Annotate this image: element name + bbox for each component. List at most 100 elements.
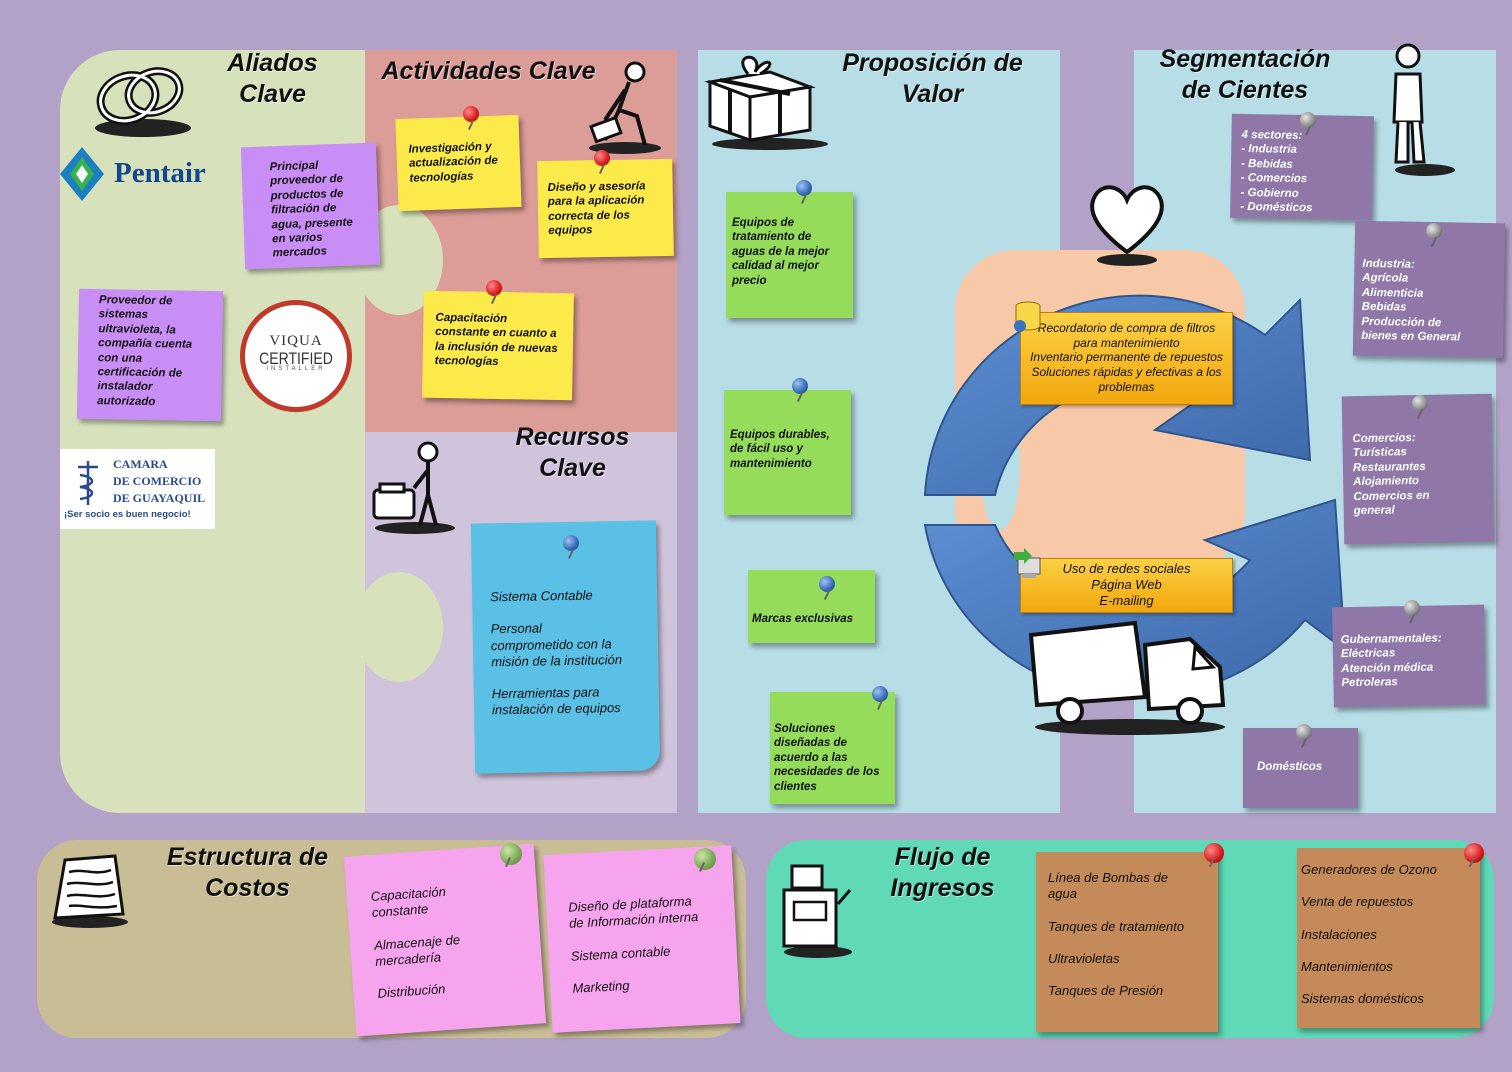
costos-item-2: Almacenaje de mercadería <box>373 931 461 969</box>
viqua-line2: CERTIFIED <box>259 348 333 368</box>
pushpin-icon <box>1300 112 1316 128</box>
propuesta-note-2: Equipos durables, de fácil uso y manteni… <box>724 390 851 515</box>
pushpin-icon <box>1412 395 1428 411</box>
camara-line1: CAMARA <box>113 457 168 471</box>
ingresos-note-2: Generadores de Ozono Venta de repuestos … <box>1297 848 1480 1028</box>
person-with-machine-icon <box>372 441 455 534</box>
viqua-logo: VIQUA CERTIFIED INSTALLER <box>240 300 352 412</box>
costos-note-2: Diseño de plataforma de Información inte… <box>543 845 741 1033</box>
cash-register-icon <box>782 864 852 958</box>
network-computer-icon <box>1014 548 1041 578</box>
pushpin-icon <box>694 848 716 870</box>
note-text: Equipos durables, de fácil uso y manteni… <box>730 429 830 470</box>
ingresos-title: Flujo de Ingresos <box>890 843 995 903</box>
viqua-note: Proveedor de sistemas ultravioleta, la c… <box>76 288 224 422</box>
propuesta-note-4: Soluciones diseñadas de acuerdo a las ne… <box>770 692 895 804</box>
note-text: Gubernamentales: Eléctricas Atención méd… <box>1340 632 1442 690</box>
note-text: Capacitación constante en cuanto a la in… <box>434 311 558 369</box>
truck-icon <box>1028 620 1226 735</box>
costos-item-3: Distribución <box>377 981 446 1001</box>
segmentacion-title: Segmentación de Cientes <box>1159 45 1331 105</box>
note-text: Principal proveedor de productos de filt… <box>269 159 353 260</box>
note-text: Industria: Agrícola Alimenticia Bebidas … <box>1361 257 1461 344</box>
pushpin-icon <box>1404 600 1420 616</box>
viqua-line3: INSTALLER <box>266 366 326 372</box>
actividades-note-2: Diseño y asesoría para la aplicación cor… <box>537 158 674 259</box>
aliados-title: Aliados Clave <box>227 49 318 109</box>
pentair-diamond-icon <box>60 147 104 201</box>
note-text: Proveedor de sistemas ultravioleta, la c… <box>97 294 193 408</box>
recursos-item-2: Personal comprometido con la misión de l… <box>490 620 623 670</box>
note-text: Investigación y actualización de tecnolo… <box>408 140 499 185</box>
ingresos-item-6: Venta de repuestos <box>1301 894 1414 910</box>
pushpin-icon <box>463 106 479 122</box>
note-text: Equipos de tratamiento de aguas de la me… <box>732 217 830 287</box>
segmento-note-5: Domésticos <box>1243 728 1358 808</box>
relaciones-box: Recordatorio de compra de filtros para m… <box>1020 312 1233 405</box>
pushpin-icon <box>594 150 610 166</box>
pentair-wordmark: Pentair <box>114 157 206 189</box>
puzzle-knob <box>355 572 443 682</box>
camara-line3: DE GUAYAQUIL <box>113 491 206 505</box>
camara-logo: CAMARA DE COMERCIO DE GUAYAQUIL ¡Ser soc… <box>60 449 215 529</box>
pushpin-icon <box>1464 843 1484 863</box>
pushpin-icon <box>563 535 579 551</box>
propuesta-title: Proposición de Valor <box>842 49 1023 109</box>
costos-note-1: Capacitación constante Almacenaje de mer… <box>343 843 547 1037</box>
canales-box: Uso de redes sociales Página Web E-maili… <box>1020 558 1233 613</box>
recursos-note: Sistema Contable Personal comprometido c… <box>470 520 661 774</box>
person-pushing-cart-icon <box>589 61 661 154</box>
note-text: Soluciones diseñadas de acuerdo a las ne… <box>774 723 880 793</box>
pushpin-icon <box>1204 843 1224 863</box>
pushpin-icon <box>500 843 522 865</box>
ingresos-item-4: Tanques de Presión <box>1048 983 1164 998</box>
paper-document-icon <box>52 854 128 928</box>
ingresos-item-2: Tanques de tratamiento <box>1048 918 1185 934</box>
ingresos-item-8: Mantenimientos <box>1301 958 1393 974</box>
ingresos-item-5: Generadores de Ozono <box>1301 862 1437 877</box>
costos-item-1: Capacitación constante <box>370 883 447 921</box>
costos-item-6: Marketing <box>572 977 630 996</box>
actividades-title: Actividades Clave <box>381 57 596 85</box>
note-text: Marcas exclusivas <box>752 613 854 625</box>
propuesta-note-3: Marcas exclusivas <box>748 570 875 643</box>
recursos-item-1: Sistema Contable <box>489 587 593 605</box>
pentair-note: Principal proveedor de productos de filt… <box>240 142 381 270</box>
costos-item-5: Sistema contable <box>570 943 671 964</box>
segmento-note-1: 4 sectores: - Industria - Bebidas - Come… <box>1230 113 1374 221</box>
recursos-item-3: Herramientas para instalación de equipos <box>491 684 621 718</box>
viqua-line1: VIQUA <box>269 333 323 349</box>
ingresos-item-1: Línea de Bombas de agua <box>1048 870 1168 902</box>
pushpin-icon <box>1426 223 1442 239</box>
caduceus-icon <box>78 461 98 505</box>
note-text: Diseño y asesoría para la aplicación cor… <box>547 180 646 238</box>
ingresos-note-1: Línea de Bombas de agua Tanques de trata… <box>1036 852 1218 1032</box>
camara-tagline: ¡Ser socio es buen negocio! <box>64 509 191 520</box>
pushpin-icon <box>792 378 808 394</box>
propuesta-note-1: Equipos de tratamiento de aguas de la me… <box>726 192 853 318</box>
ingresos-item-7: Instalaciones <box>1301 926 1377 942</box>
note-text: 4 sectores: - Industria - Bebidas - Come… <box>1240 128 1313 215</box>
pushpin-icon <box>872 686 888 702</box>
note-text: Domésticos <box>1257 761 1323 773</box>
camara-line2: DE COMERCIO <box>113 474 202 488</box>
pushpin-icon <box>486 280 502 296</box>
database-icon <box>1014 301 1041 332</box>
pushpin-icon <box>796 180 812 196</box>
costos-item-4: Diseño de plataforma de Información inte… <box>567 893 699 932</box>
pentair-logo: Pentair <box>60 145 240 203</box>
heart-icon <box>1090 185 1164 266</box>
costos-title: Estructura de Costos <box>166 843 329 903</box>
recursos-title: Recursos Clave <box>515 423 630 483</box>
pushpin-icon <box>819 576 835 592</box>
actividades-note-3: Capacitación constante en cuanto a la in… <box>422 290 574 401</box>
ingresos-item-9: Sistemas domésticos <box>1301 991 1424 1006</box>
pushpin-icon <box>1296 724 1312 740</box>
actividades-note-1: Investigación y actualización de tecnolo… <box>395 114 522 212</box>
standing-person-icon <box>1392 43 1455 176</box>
ingresos-item-3: Ultravioletas <box>1048 950 1120 966</box>
chain-link-icon <box>95 67 191 137</box>
segmento-note-2: Industria: Agrícola Alimenticia Bebidas … <box>1352 220 1506 359</box>
gift-box-icon <box>704 55 828 150</box>
note-text: Comercios: Turísticas Restaurantes Aloja… <box>1352 432 1430 518</box>
